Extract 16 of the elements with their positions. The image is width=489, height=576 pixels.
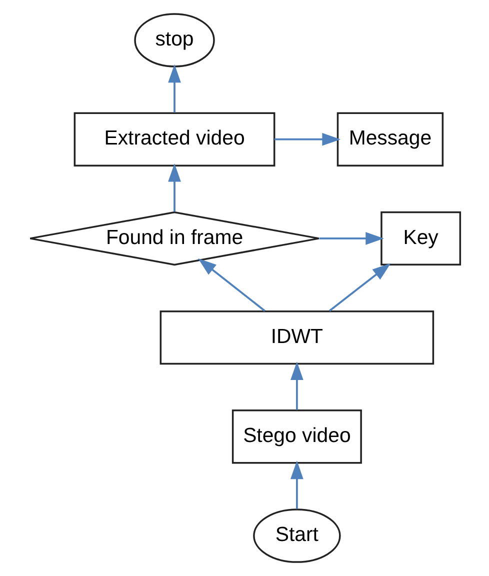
node-ellipse: stop: [134, 13, 214, 68]
arrow: [328, 263, 390, 312]
arrow: [168, 163, 180, 212]
node-box: IDWT: [159, 310, 434, 365]
arrow: [274, 132, 340, 146]
arrow: [290, 362, 303, 410]
arrow: [198, 258, 265, 312]
node-box: Stego video: [231, 410, 362, 464]
node-ellipse: Start: [252, 508, 340, 563]
node-diamond: Found in frame: [28, 211, 320, 266]
node-box: Extracted video: [73, 112, 275, 166]
arrow: [318, 232, 384, 245]
arrow: [290, 460, 303, 510]
node-box: Message: [336, 112, 444, 166]
arrow: [168, 64, 180, 113]
node-box: Key: [380, 211, 461, 266]
